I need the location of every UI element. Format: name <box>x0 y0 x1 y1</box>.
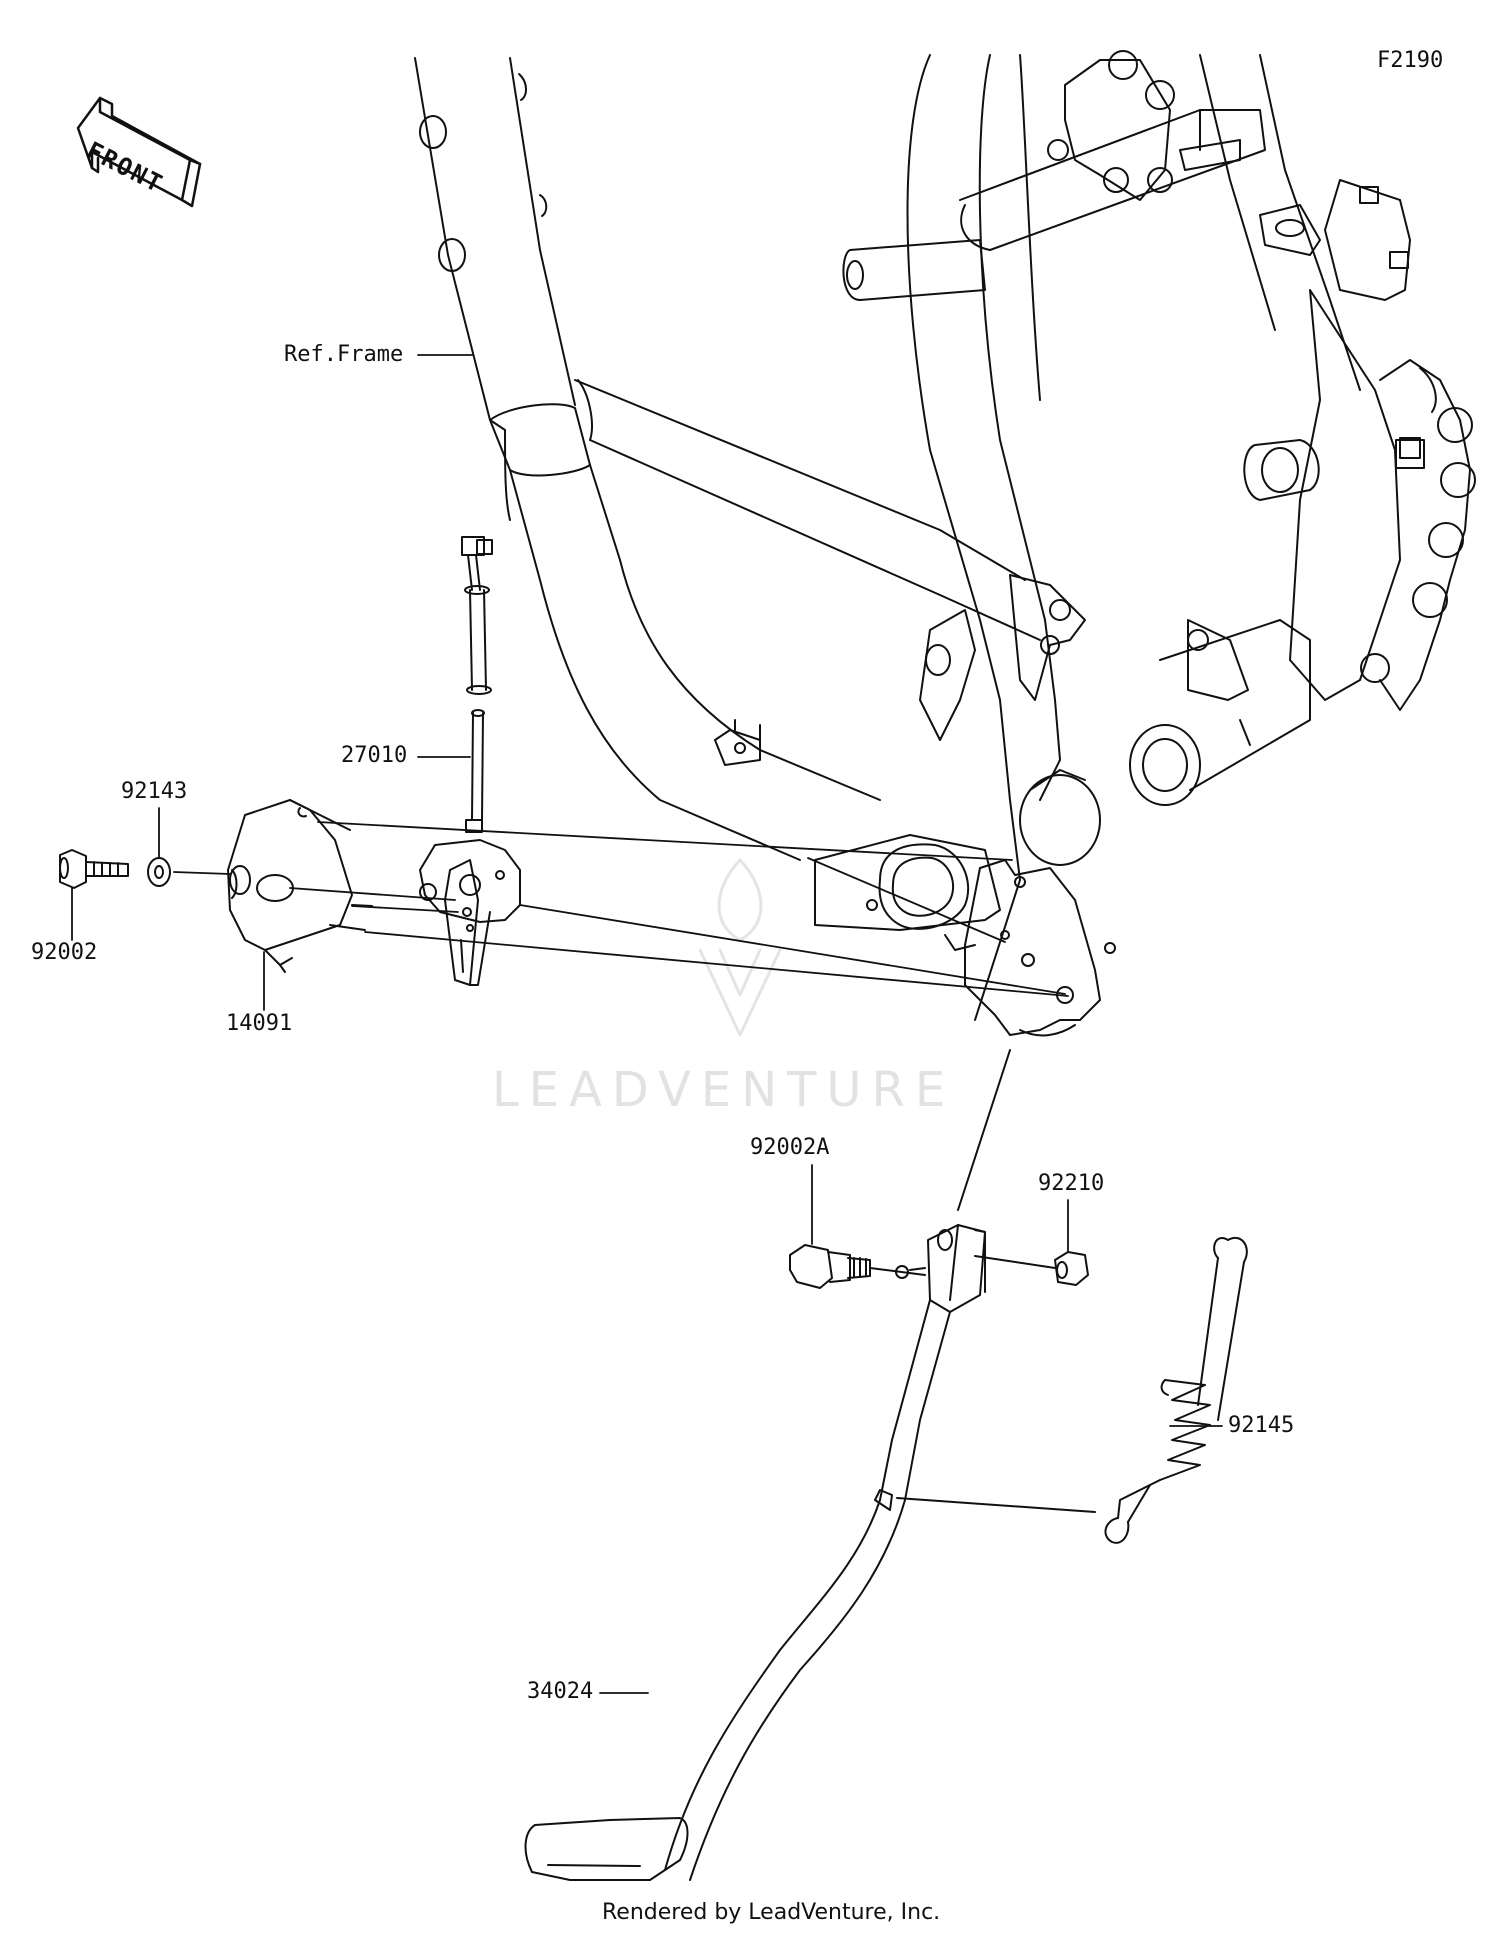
label-34024: 34024 <box>527 1679 594 1704</box>
label-92002: 92002 <box>31 940 98 965</box>
front-arrow-icon <box>78 98 200 206</box>
assembly-lines <box>174 822 1068 996</box>
bolt-92002 <box>60 850 128 888</box>
label-92143: 92143 <box>121 779 188 804</box>
label-27010: 27010 <box>341 743 408 768</box>
footer-credit: Rendered by LeadVenture, Inc. <box>602 1900 941 1925</box>
leader-lines <box>72 355 1222 1693</box>
label-ref-frame: Ref.Frame <box>284 342 404 367</box>
sidestand-bracket <box>815 835 1115 1035</box>
bolt-92002A <box>790 1245 925 1288</box>
spring-92145 <box>1105 1238 1246 1543</box>
switch-27010 <box>420 537 520 985</box>
label-14091: 14091 <box>226 1011 293 1036</box>
label-92210: 92210 <box>1038 1171 1105 1196</box>
diagram-id-label: F2190 <box>1377 48 1444 73</box>
leadventure-logo-watermark <box>700 860 780 1035</box>
washer-92143 <box>148 858 170 886</box>
nut-92210 <box>975 1252 1088 1285</box>
label-92002A: 92002A <box>750 1135 830 1160</box>
label-92145: 92145 <box>1228 1413 1295 1438</box>
sidestand-34024 <box>526 1050 1095 1880</box>
cover-14091 <box>228 800 372 972</box>
watermark-text: LEADVENTURE <box>492 1062 956 1118</box>
frame-outline <box>415 51 1475 1020</box>
